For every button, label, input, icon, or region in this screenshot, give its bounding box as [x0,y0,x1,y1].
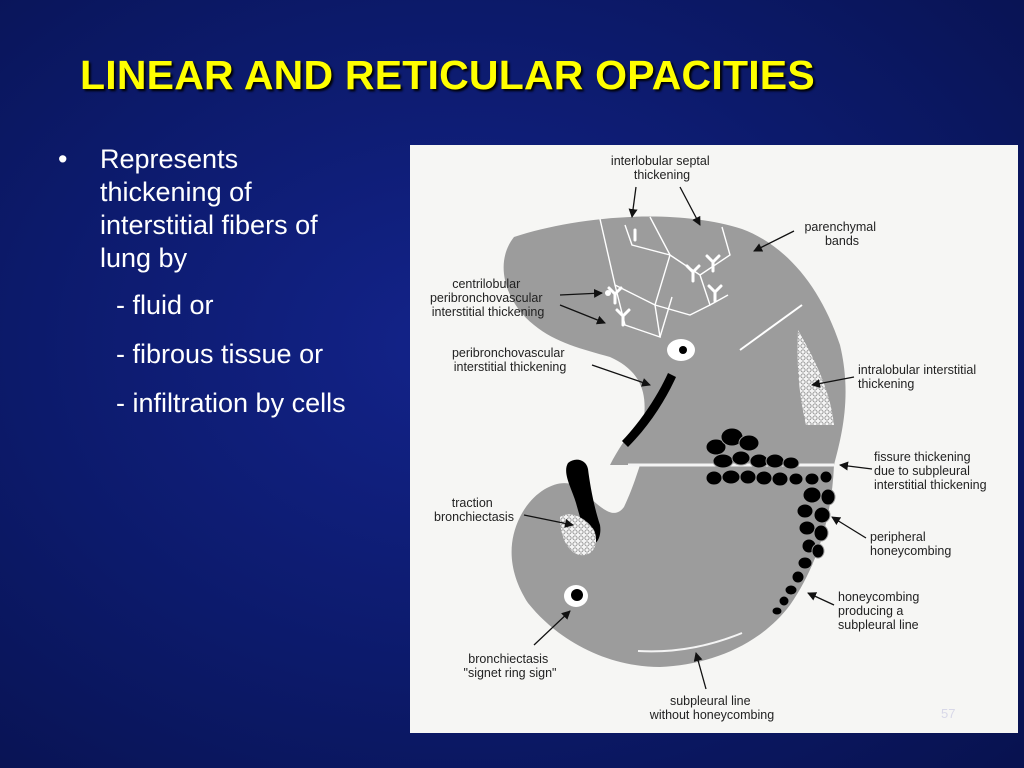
label-honeycombing-subpleural: honeycombing producing a subpleural line [838,590,923,632]
label-traction-bronchiectasis: traction bronchiectasis [434,496,514,524]
bronchus-lumen [679,346,687,354]
lung-diagram-figure: interlobular septal thickening parenchym… [410,145,1018,733]
parenchymal-band [739,304,803,351]
septal-network [599,216,731,339]
pointer-arrows [523,186,873,690]
bullet-line: Represents [100,144,239,174]
label-peripheral-honeycombing: peripheral honeycombing [870,530,951,558]
bullet-line: lung by [100,243,188,273]
label-interlobular-septal: interlobular septal thickening [611,154,713,182]
subpleural-line [637,632,743,653]
label-parenchymal-bands: parenchymal bands [804,220,879,248]
slide-number: 57 [941,706,956,721]
label-subpleural-line: subpleural line without honeycombing [649,694,774,722]
bullet-list: • Represents thickening of interstitial … [58,143,418,436]
bullet-item: • Represents thickening of interstitial … [58,143,418,275]
sub-item-infiltration: - infiltration by cells [116,388,346,418]
centrilobular-dot [605,290,611,296]
label-fissure-thickening: fissure thickening due to subpleural int… [874,450,987,492]
signet-ring-vessel [571,589,583,601]
label-peribronchovascular: peribronchovascular interstitial thicken… [452,346,568,374]
bullet-line: interstitial fibers of [100,210,318,240]
intralobular-region [797,330,834,425]
centrilobular-structures [607,228,723,327]
fissure-honeycombing [705,427,833,487]
thickened-bronchus [622,373,676,447]
sub-item-fluid: - fluid or [116,290,214,320]
peripheral-honeycombing [771,486,836,616]
lung-diagram: interlobular septal thickening parenchym… [430,154,987,722]
label-signet-ring: bronchiectasis "signet ring sign" [464,652,557,680]
sub-item-fibrous-tissue: - fibrous tissue or [116,339,324,369]
label-intralobular: intralobular interstitial thickening [858,363,980,391]
traction-bronchiectasis-airway [566,459,601,544]
sub-item-list: - fluid or - fibrous tissue or - infiltr… [58,289,418,420]
bullet-line: thickening of [100,177,252,207]
slide-title: LINEAR AND RETICULAR OPACITIES [80,52,815,98]
label-centrilobular: centrilobular peribronchovascular inters… [430,277,546,319]
bullet-marker: • [58,144,68,174]
lower-lobe [511,465,834,667]
